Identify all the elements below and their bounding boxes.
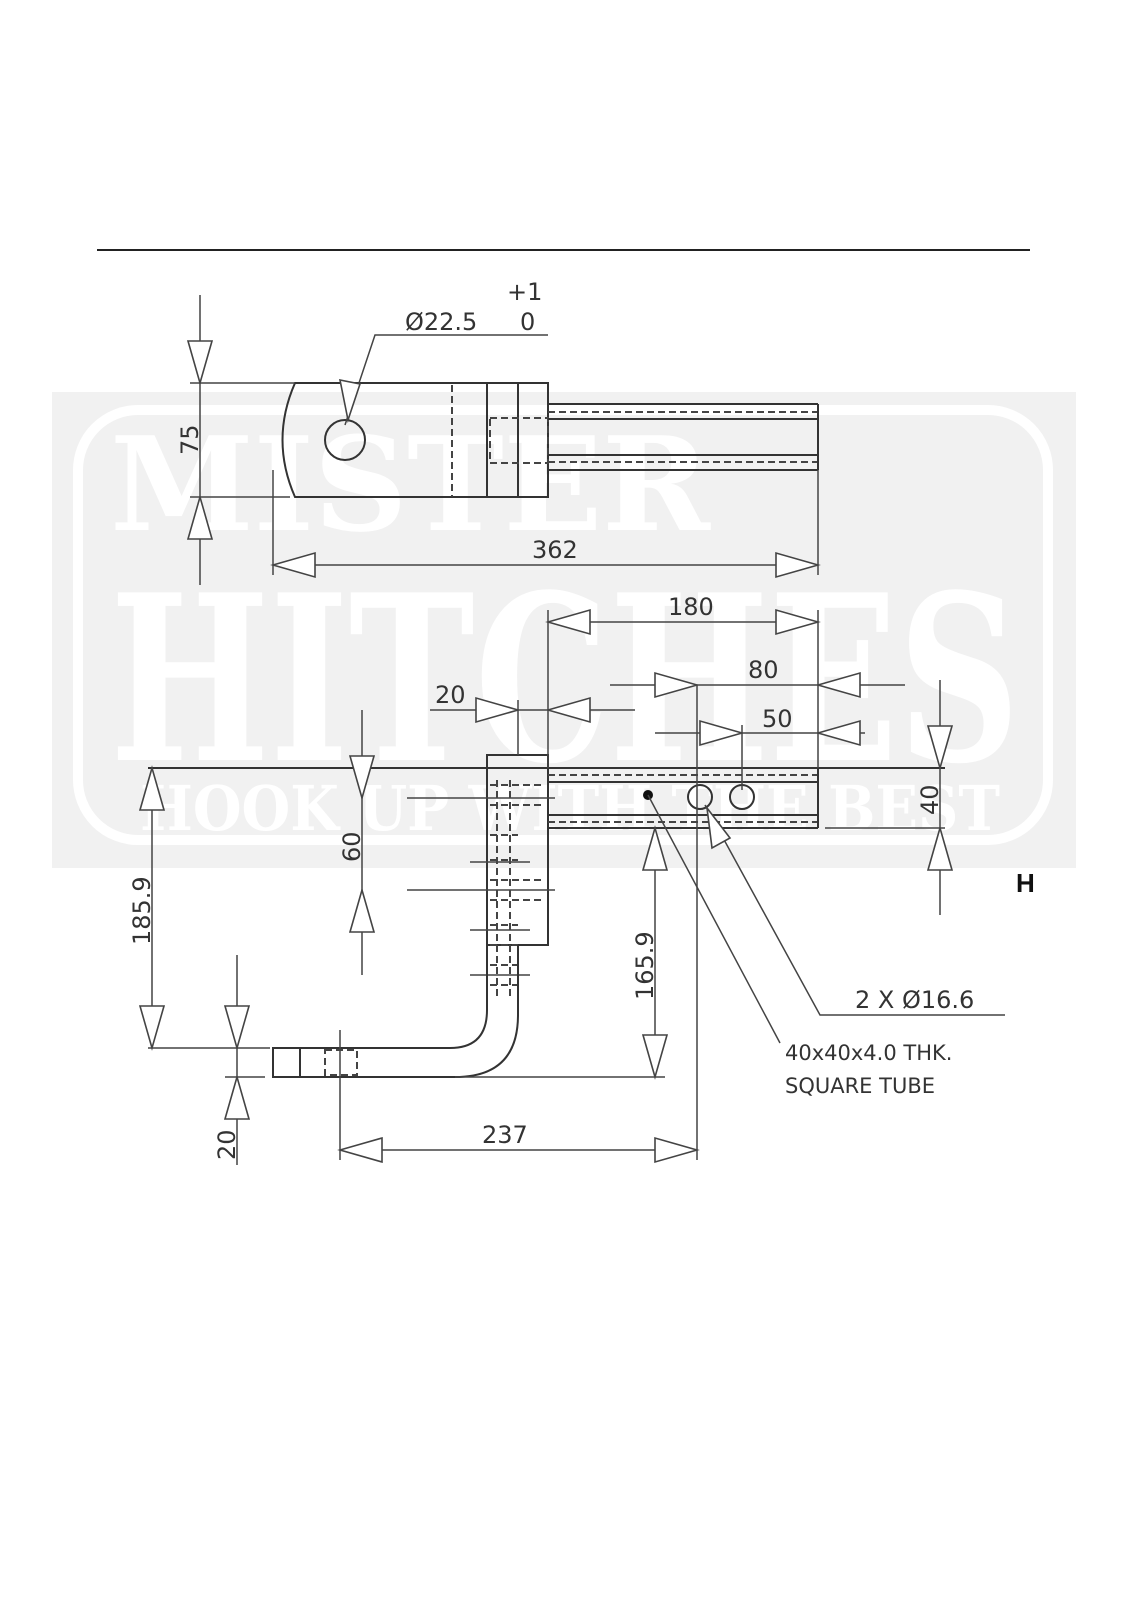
- arrowhead-icon: [186, 494, 214, 540]
- arrowhead-icon: [926, 825, 954, 871]
- square-tube-side: [548, 768, 945, 829]
- arrowhead-icon: [641, 1034, 669, 1080]
- dim-20-top: 20: [435, 681, 466, 709]
- arrowhead-icon: [138, 765, 166, 811]
- arrowhead-icon: [270, 551, 316, 579]
- leader-arrowhead-icon: [338, 378, 362, 424]
- arrowhead-icon: [699, 719, 745, 747]
- pin-hole: [324, 419, 366, 461]
- dim-185-9: 185.9: [128, 876, 156, 945]
- arrowhead-icon: [654, 1136, 700, 1164]
- tongue-plate: [281, 382, 549, 498]
- watermark-line3: HOOK UP WITH THE BEST: [140, 772, 1000, 845]
- dim-75: 75: [176, 424, 204, 455]
- leader-arrowhead-icon: [705, 805, 732, 850]
- arrowhead-icon: [775, 551, 821, 579]
- arrowhead-icon: [223, 1005, 251, 1051]
- dimension-arrows: [138, 340, 954, 1164]
- dim-180: 180: [668, 593, 714, 621]
- dim-20-bottom: 20: [213, 1129, 241, 1160]
- tolerance-upper: +1: [507, 278, 542, 306]
- arrowhead-icon: [926, 725, 954, 771]
- arrowhead-icon: [545, 696, 591, 724]
- arrowhead-icon: [223, 1074, 251, 1120]
- dim-80: 80: [748, 656, 779, 684]
- tube-callout-line2: SQUARE TUBE: [785, 1074, 935, 1098]
- dim-237: 237: [482, 1121, 528, 1149]
- arrowhead-icon: [654, 671, 700, 699]
- dim-40: 40: [916, 784, 944, 815]
- holes-leader: [704, 804, 1005, 1016]
- arrowhead-icon: [545, 608, 591, 636]
- tube-leader: [647, 794, 781, 1044]
- arrowhead-icon: [815, 719, 861, 747]
- arrowhead-icon: [138, 1005, 166, 1051]
- side-view: 180 80 50 20 40 60 185.9 20 165.9 237: [128, 593, 1005, 1165]
- arrowhead-icon: [775, 608, 821, 636]
- dim-50: 50: [762, 705, 793, 733]
- watermark-line2: HITCHES: [110, 545, 1020, 815]
- arrowhead-icon: [641, 825, 669, 871]
- hitch-arm: [272, 945, 519, 1078]
- dim-165-9: 165.9: [631, 931, 659, 1000]
- hole-diameter-label: Ø22.5: [405, 308, 477, 336]
- arrowhead-icon: [337, 1136, 383, 1164]
- dim-60: 60: [338, 831, 366, 862]
- arrowhead-icon: [815, 671, 861, 699]
- tube-hole-1: [687, 784, 713, 810]
- arrowhead-icon: [186, 340, 214, 386]
- dim-362: 362: [532, 536, 578, 564]
- arrowhead-icon: [348, 755, 376, 801]
- arrowhead-icon: [475, 696, 521, 724]
- tolerance-lower: 0: [520, 308, 535, 336]
- top-view: 75 362 Ø22.5 +1 0: [176, 278, 819, 585]
- arrowhead-icon: [348, 887, 376, 933]
- edge-text-fragment: H: [1016, 868, 1035, 898]
- holes-callout: 2 X Ø16.6: [855, 986, 974, 1014]
- square-tube-top: [548, 403, 819, 471]
- tube-callout-line1: 40x40x4.0 THK.: [785, 1041, 952, 1065]
